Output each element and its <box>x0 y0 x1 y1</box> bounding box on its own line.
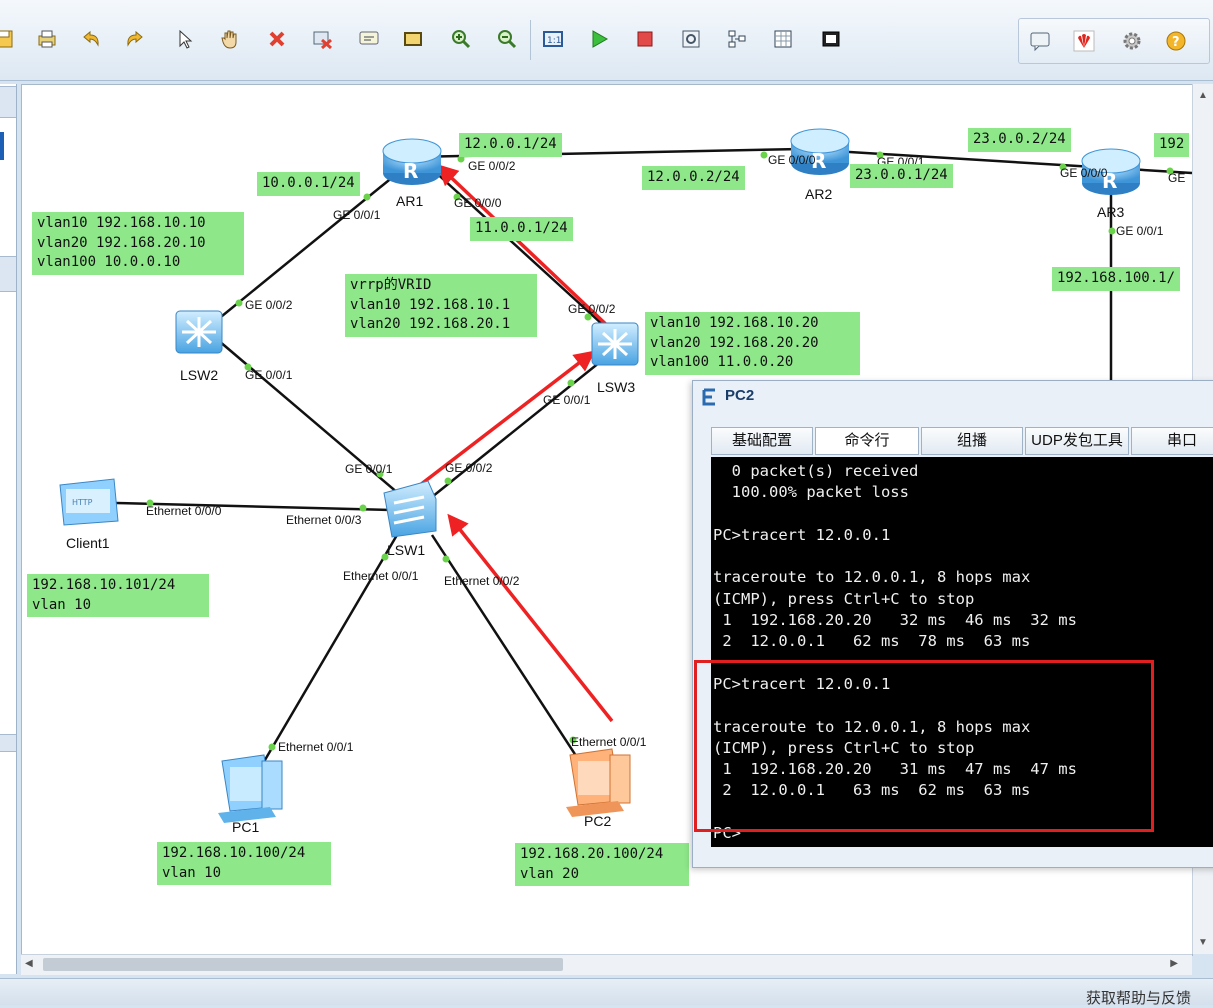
note-ar2-right[interactable]: 23.0.0.1/24 <box>850 164 953 188</box>
note-ar3-right[interactable]: 192 <box>1154 133 1189 157</box>
scroll-up-icon[interactable]: ▲ <box>1198 90 1208 101</box>
save-icon[interactable] <box>0 24 18 54</box>
print-icon[interactable] <box>32 24 62 54</box>
ar3-label: AR3 <box>1097 204 1124 220</box>
server-client1-icon: HTTP <box>60 479 118 525</box>
lsw1-label: LSW1 <box>387 542 425 558</box>
chat-icon[interactable] <box>1025 26 1055 56</box>
pc2-icon <box>566 749 630 817</box>
note-lsw2[interactable]: vlan10 192.168.10.10 vlan20 192.168.20.1… <box>32 212 244 275</box>
ar2-label: AR2 <box>805 186 832 202</box>
scroll-left-icon[interactable]: ◀ <box>25 958 33 969</box>
port-label: GE 0/0/1 <box>1116 224 1163 238</box>
toolbar: 1:1 ? <box>0 0 1213 81</box>
ar1-label: AR1 <box>396 193 423 209</box>
select-icon[interactable] <box>170 24 200 54</box>
help-icon[interactable]: ? <box>1161 26 1191 56</box>
port-label: GE 0/0/2 <box>468 159 515 173</box>
svg-text:?: ? <box>1172 35 1180 50</box>
note-ar3-left[interactable]: 23.0.0.2/24 <box>968 128 1071 152</box>
note-client1[interactable]: 192.168.10.101/24 vlan 10 <box>27 574 209 617</box>
zoom-in-icon[interactable] <box>446 24 476 54</box>
http-badge: HTTP <box>72 498 93 507</box>
scroll-down-icon[interactable]: ▼ <box>1198 937 1208 948</box>
fit-icon[interactable]: 1:1 <box>538 24 568 54</box>
note-vrrp[interactable]: vrrp的VRID vlan10 192.168.10.1 vlan20 192… <box>345 274 537 337</box>
tab-multicast[interactable]: 组播 <box>921 427 1023 455</box>
svg-text:1:1: 1:1 <box>547 36 561 46</box>
note-ar1-left[interactable]: 10.0.0.1/24 <box>257 172 360 196</box>
router-ar2-icon: R <box>791 129 849 175</box>
pc-window-icon <box>701 387 721 407</box>
left-panel <box>0 84 17 974</box>
router-ar1-icon: R <box>383 139 441 185</box>
port-label: Ethernet 0/0/0 <box>146 504 221 518</box>
switch-lsw2-icon <box>176 311 222 353</box>
undo-icon[interactable] <box>76 24 106 54</box>
text-icon[interactable] <box>354 24 384 54</box>
port-label: GE 0/0/2 <box>568 302 615 316</box>
note-ar3-down[interactable]: 192.168.100.1/ <box>1052 267 1180 291</box>
status-bar: 获取帮助与反馈 <box>0 978 1213 1005</box>
port-label: GE 0/0/1 <box>543 393 590 407</box>
tab-udp-tool[interactable]: UDP发包工具 <box>1025 427 1129 455</box>
pc2-label: PC2 <box>584 813 611 829</box>
note-lsw3[interactable]: vlan10 192.168.10.20 vlan20 192.168.20.2… <box>645 312 860 375</box>
port-label: Ethernet 0/0/2 <box>444 574 519 588</box>
scroll-right-icon[interactable]: ▶ <box>1170 958 1178 969</box>
highlight-box <box>694 660 1154 832</box>
port-label: GE 0/0/2 <box>245 298 292 312</box>
lsw3-label: LSW3 <box>597 379 635 395</box>
note-ar1-right[interactable]: 12.0.0.1/24 <box>459 133 562 157</box>
table-icon[interactable] <box>768 24 798 54</box>
port-label: GE 0/0/1 <box>245 368 292 382</box>
port-label: Ethernet 0/0/3 <box>286 513 361 527</box>
note-ar2-left[interactable]: 12.0.0.2/24 <box>642 166 745 190</box>
horizontal-scrollbar[interactable]: ◀ ▶ <box>21 954 1192 975</box>
note-pc1[interactable]: 192.168.10.100/24 vlan 10 <box>157 842 331 885</box>
port-label: GE 0/0/1 <box>345 462 392 476</box>
redo-icon[interactable] <box>120 24 150 54</box>
port-label: GE 0/0/0 <box>768 153 815 167</box>
screenshot-icon[interactable] <box>816 24 846 54</box>
delete-link-icon[interactable] <box>307 24 337 54</box>
window-title: PC2 <box>725 387 754 404</box>
topology-icon[interactable] <box>722 24 752 54</box>
tab-serial[interactable]: 串口 <box>1131 427 1213 455</box>
svg-text:R: R <box>403 159 418 183</box>
delete-icon[interactable] <box>262 24 292 54</box>
huawei-icon[interactable] <box>1069 26 1099 56</box>
switch-lsw3-icon <box>592 323 638 365</box>
note-pc2[interactable]: 192.168.20.100/24 vlan 20 <box>515 843 689 886</box>
port-label: Ethernet 0/0/1 <box>343 569 418 583</box>
port-label: Ethernet 0/0/1 <box>571 735 646 749</box>
pc1-icon <box>218 755 282 823</box>
start-icon[interactable] <box>584 24 614 54</box>
rectangle-icon[interactable] <box>398 24 428 54</box>
port-label: Ethernet 0/0/1 <box>278 740 353 754</box>
hand-icon[interactable] <box>215 24 245 54</box>
zoom-out-icon[interactable] <box>492 24 522 54</box>
help-feedback-link[interactable]: 获取帮助与反馈 <box>1086 987 1191 1008</box>
port-label: GE 0/0/0 <box>454 196 501 210</box>
toolbar-right-group: ? <box>1018 18 1210 64</box>
port-label: GE 0/0/2 <box>445 461 492 475</box>
capture-icon[interactable] <box>676 24 706 54</box>
pc1-label: PC1 <box>232 819 259 835</box>
lsw2-label: LSW2 <box>180 367 218 383</box>
tab-basic-config[interactable]: 基础配置 <box>711 427 813 455</box>
scroll-thumb[interactable] <box>43 958 563 971</box>
note-ar1-down[interactable]: 11.0.0.1/24 <box>470 217 573 241</box>
port-label: GE <box>1168 171 1185 185</box>
port-label: GE 0/0/1 <box>333 208 380 222</box>
client1-label: Client1 <box>66 535 110 551</box>
stop-icon[interactable] <box>630 24 660 54</box>
gear-icon[interactable] <box>1117 26 1147 56</box>
port-label: GE 0/0/0 <box>1060 166 1107 180</box>
tab-command-line[interactable]: 命令行 <box>815 427 919 455</box>
